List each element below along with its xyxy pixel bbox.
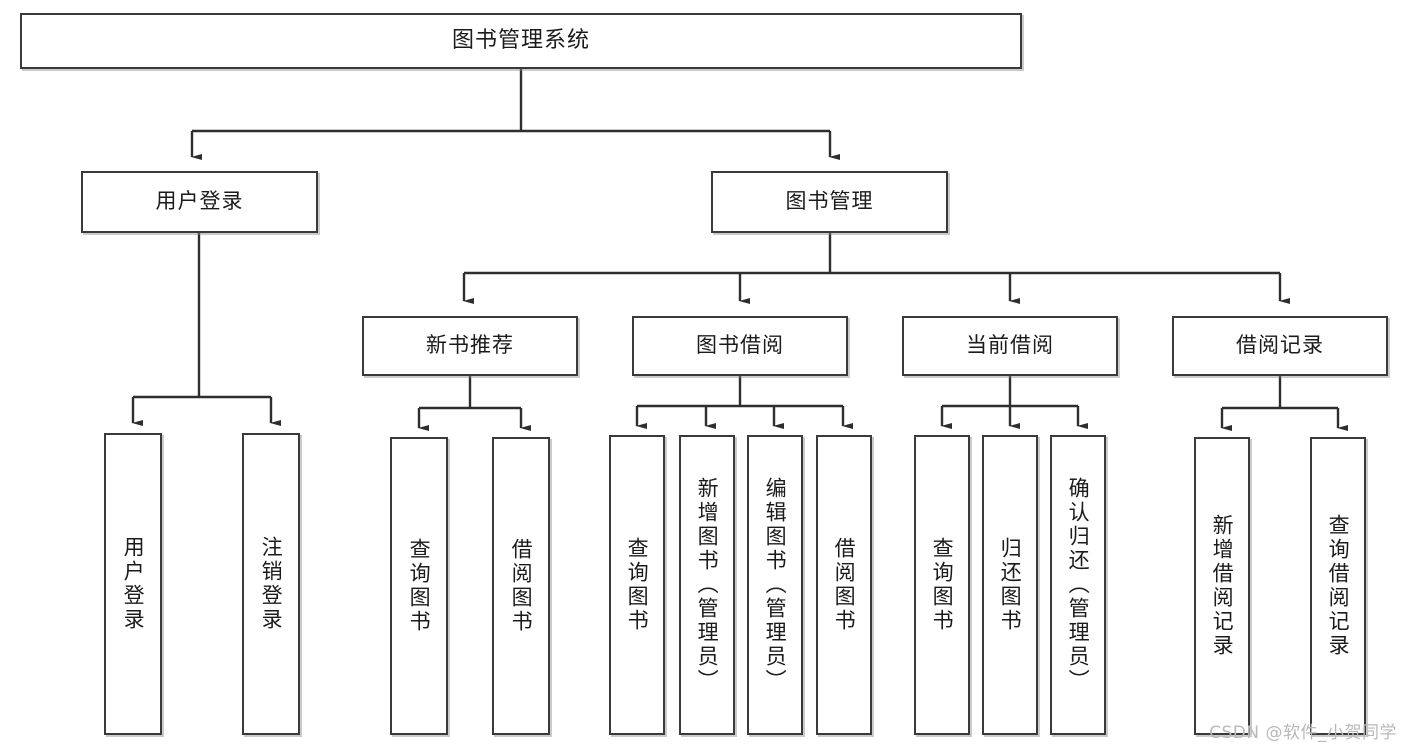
node-borrow-record[interactable]: 借阅记录 — [1172, 316, 1388, 376]
leaf-current-return-book[interactable]: 归还图书 — [982, 435, 1038, 735]
node-book-borrow[interactable]: 图书借阅 — [632, 316, 848, 376]
leaf-newbook-borrow-book[interactable]: 借阅图书 — [492, 437, 550, 735]
node-root[interactable]: 图书管理系统 — [20, 13, 1022, 69]
leaf-user-login-logout[interactable]: 注销登录 — [242, 433, 300, 735]
leaf-user-login-login[interactable]: 用户登录 — [104, 433, 162, 735]
leaf-newbook-query-book[interactable]: 查询图书 — [390, 437, 448, 735]
leaf-record-add-record[interactable]: 新增借阅记录 — [1194, 437, 1250, 735]
leaf-record-query-record[interactable]: 查询借阅记录 — [1310, 437, 1366, 735]
node-user-login[interactable]: 用户登录 — [81, 171, 318, 233]
watermark-text: CSDN @软件_小贺同学 — [1209, 723, 1397, 743]
node-current-borrow[interactable]: 当前借阅 — [902, 316, 1118, 376]
leaf-current-confirm-return-admin[interactable]: 确认归还（管理员） — [1050, 435, 1106, 735]
node-new-book-recommend[interactable]: 新书推荐 — [362, 316, 578, 376]
leaf-borrow-query-book[interactable]: 查询图书 — [609, 435, 665, 735]
leaf-borrow-edit-book-admin[interactable]: 编辑图书（管理员） — [747, 435, 803, 735]
leaf-current-query-book[interactable]: 查询图书 — [914, 435, 970, 735]
leaf-borrow-add-book-admin[interactable]: 新增图书（管理员） — [679, 435, 735, 735]
leaf-borrow-borrow-book[interactable]: 借阅图书 — [816, 435, 872, 735]
node-book-management[interactable]: 图书管理 — [711, 171, 948, 233]
